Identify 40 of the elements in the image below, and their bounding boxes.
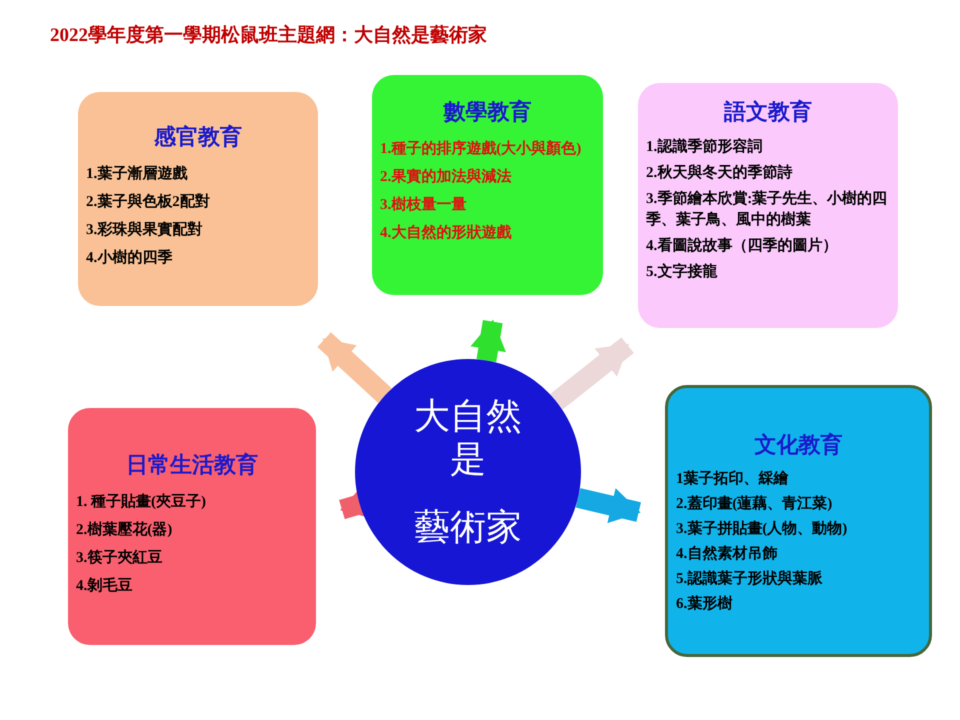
activity-item: 1葉子拓印、綵繪: [676, 469, 790, 489]
topic-card: [78, 92, 318, 306]
topic-card: [665, 385, 932, 657]
block-arrow: [550, 337, 634, 410]
activity-item: 1.認識季節形容詞: [646, 137, 764, 157]
activity-item: 3.季節繪本欣賞:葉子先生、小樹的四季、葉子鳥、風中的樹葉: [646, 189, 888, 230]
title: 2022學年度第一學期松鼠班主題網：大自然是藝術家: [50, 24, 487, 48]
card-heading: 語文教育: [722, 98, 813, 126]
activity-item: 4.看圖說故事（四季的圖片）: [646, 236, 838, 256]
block-arrow: [576, 488, 641, 524]
card-heading: 數學教育: [442, 98, 532, 126]
topic-card: [638, 83, 898, 328]
activity-item: 3.葉子拼貼畫(人物、動物): [676, 519, 848, 539]
card-heading: 感官教育: [153, 123, 243, 151]
activity-item: 3.樹枝量一量: [380, 195, 468, 215]
activity-item: 1.種子的排序遊戲(大小與顏色): [380, 139, 582, 159]
activity-item: 4.小樹的四季: [86, 248, 174, 268]
activity-item: 5.認識葉子形狀與葉脈: [676, 569, 824, 589]
activity-item: 2.果實的加法與減法: [380, 167, 512, 187]
card-heading: 文化教育: [754, 431, 844, 459]
card-heading: 日常生活教育: [125, 451, 259, 479]
activity-item: 4.自然素材吊飾: [676, 544, 778, 564]
activity-item: 5.文字接龍: [646, 262, 718, 282]
activity-item: 2.樹葉壓花(器): [76, 520, 174, 540]
activity-item: 1. 種子貼畫(夾豆子): [76, 492, 207, 512]
center-text: 藝術家: [413, 506, 523, 549]
topic-card: [372, 75, 603, 295]
activity-item: 3.筷子夾紅豆: [76, 548, 164, 568]
activity-item: 2.秋天與冬天的季節詩: [646, 163, 794, 183]
activity-item: 2.蓋印畫(蓮藕、青江菜): [676, 494, 834, 514]
activity-item: 4.大自然的形狀遊戲: [380, 223, 512, 243]
topic-card: [68, 408, 316, 645]
activity-item: 3.彩珠與果實配對: [86, 220, 204, 240]
activity-item: 6.葉形樹: [676, 594, 734, 614]
activity-item: 2.葉子與色板2配對: [86, 192, 211, 212]
block-arrow: [470, 320, 506, 362]
activity-item: 1.葉子漸層遊戲: [86, 164, 188, 184]
activity-item: 4.剝毛豆: [76, 576, 134, 596]
block-arrow: [317, 332, 392, 403]
center-text: 大自然是: [413, 395, 523, 482]
